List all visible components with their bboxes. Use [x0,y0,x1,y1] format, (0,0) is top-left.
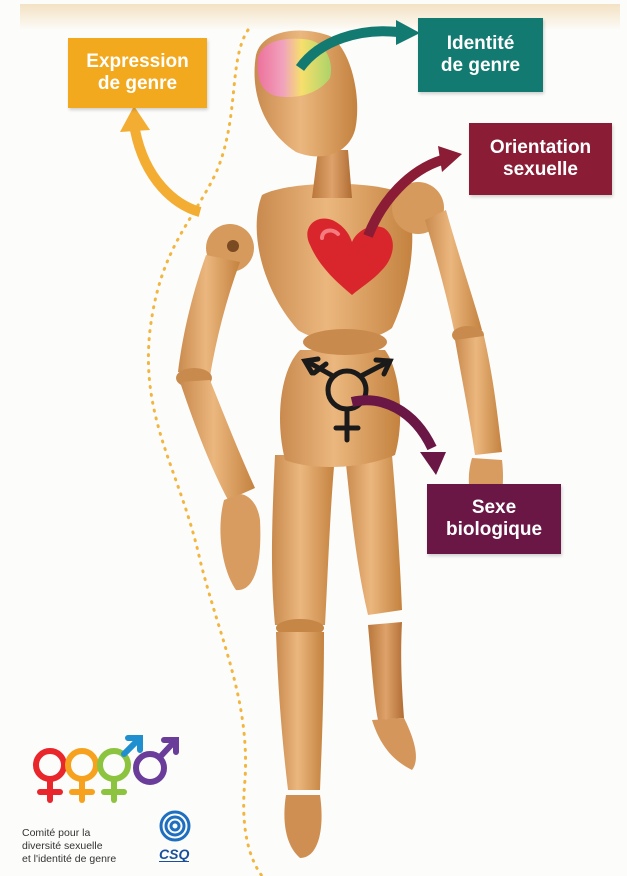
label-identite-line1: Identité [447,33,515,55]
label-orientation-sexuelle: Orientation sexuelle [469,123,612,195]
logo-caption: Comité pour la diversité sexuelle et l'i… [22,827,172,866]
label-orientation-line1: Orientation [490,137,591,159]
label-sexe-line2: biologique [446,519,542,541]
waist-joint [303,329,387,355]
label-expression-line1: Expression [86,51,188,73]
logo-caption-line3: et l'identité de genre [22,853,172,866]
logo-caption-line2: diversité sexuelle [22,840,172,853]
neck [312,150,352,198]
arrow-expression [120,106,200,212]
leg-left [272,455,335,858]
label-identite-line2: de genre [441,55,520,77]
logo-gender-symbols-icon [36,738,176,800]
logo-caption-line1: Comité pour la [22,827,172,840]
label-orientation-line2: sexuelle [503,159,578,181]
label-sexe-line1: Sexe [472,497,516,519]
leg-right [345,455,416,770]
label-expression-line2: de genre [98,73,177,95]
arm-left [176,224,260,590]
label-expression-de-genre: Expression de genre [68,38,207,108]
label-identite-de-genre: Identité de genre [418,18,543,92]
label-sexe-biologique: Sexe biologique [427,484,561,554]
csq-brand: CSQ [159,847,189,862]
